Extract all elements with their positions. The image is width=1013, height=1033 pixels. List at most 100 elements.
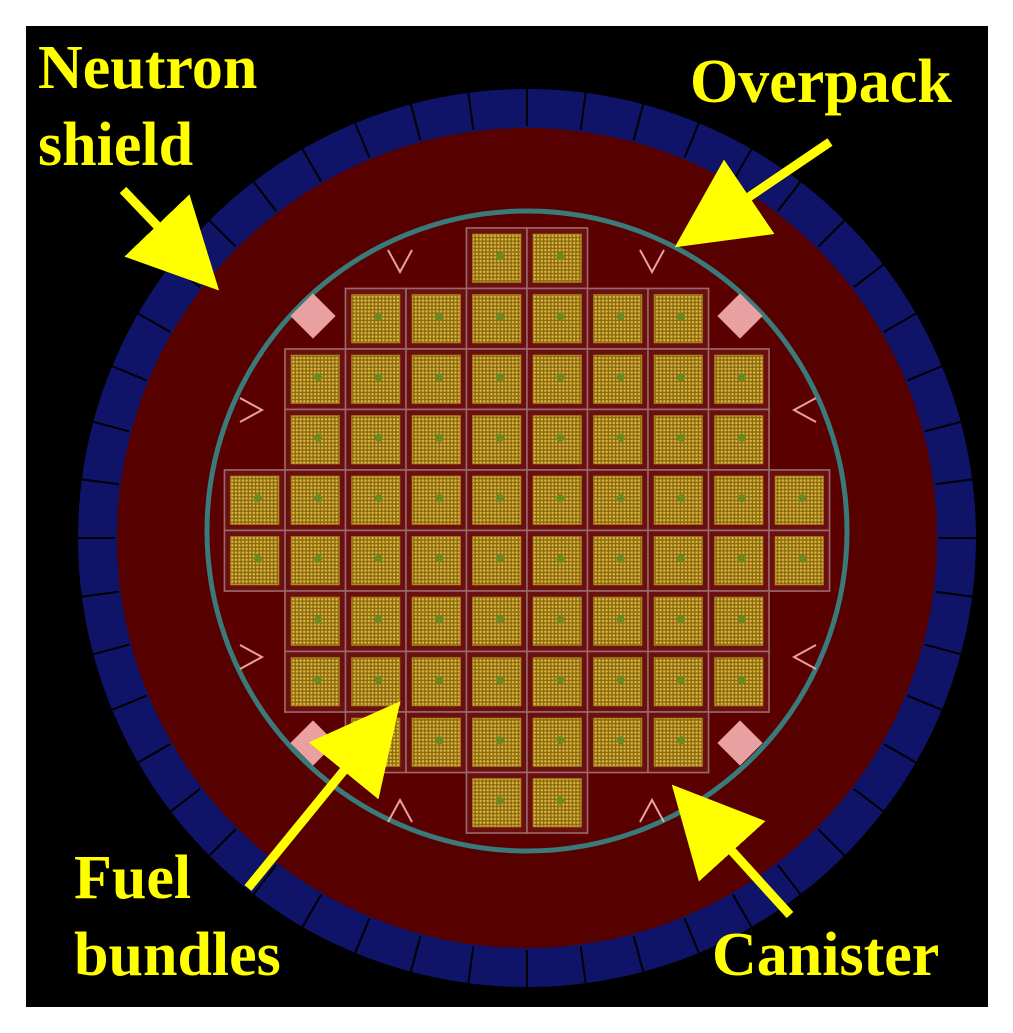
shield-segment-divider — [301, 148, 322, 182]
water-rod — [495, 675, 504, 684]
water-rod — [616, 373, 625, 382]
water-rod — [556, 736, 565, 745]
labels: Neutron shield Overpack Fuel bundles Can… — [38, 34, 952, 989]
bracket-left-upper — [239, 397, 265, 423]
water-rod — [556, 796, 565, 805]
shield-segment-divider — [683, 918, 700, 954]
support-brackets — [239, 249, 817, 823]
shield-segment-divider — [732, 894, 753, 928]
shield-segment-divider — [208, 828, 237, 857]
shield-segment-divider — [907, 694, 943, 711]
arrow-overpack — [674, 138, 833, 248]
shield-segment-divider — [467, 92, 475, 130]
water-rod — [677, 736, 686, 745]
water-rod — [374, 554, 383, 563]
water-rod — [435, 736, 444, 745]
water-rod — [616, 554, 625, 563]
water-rod — [253, 494, 262, 503]
shield-segment-divider — [777, 864, 802, 895]
water-rod — [374, 736, 383, 745]
shield-segment-divider — [924, 420, 961, 433]
shield-segment-divider — [632, 104, 645, 141]
shield-segment-divider — [683, 122, 700, 158]
water-rod — [556, 675, 565, 684]
shield-segment-divider — [924, 643, 961, 656]
shield-segment-divider — [354, 122, 371, 158]
shield-segment-divider — [853, 788, 884, 813]
water-rod — [314, 433, 323, 442]
shield-segment-divider — [354, 918, 371, 954]
water-rod — [253, 554, 262, 563]
water-rod — [737, 615, 746, 624]
water-rod — [798, 494, 807, 503]
water-rod — [556, 252, 565, 261]
fuel-bundle — [653, 294, 703, 344]
shield-segment-divider — [409, 104, 422, 141]
label-fuel-bundles-line1: Fuel — [74, 844, 191, 912]
water-rod — [616, 433, 625, 442]
water-rod — [314, 675, 323, 684]
water-rod — [737, 675, 746, 684]
water-rod — [495, 312, 504, 321]
label-neutron-shield-line1: Neutron — [38, 34, 257, 102]
label-neutron-shield-line2: shield — [38, 111, 193, 179]
shield-segment-divider — [853, 263, 884, 288]
shield-segment-divider — [93, 643, 130, 656]
bracket-right-upper — [791, 397, 817, 423]
water-rod — [737, 433, 746, 442]
bracket-top-right — [639, 249, 665, 275]
arrows — [119, 138, 833, 919]
water-rod — [556, 615, 565, 624]
shield-segment-divider — [935, 590, 973, 598]
shield-segment-divider — [935, 478, 973, 486]
shield-segment-divider — [907, 365, 943, 382]
water-rod — [677, 494, 686, 503]
water-rod — [677, 433, 686, 442]
water-rod — [677, 675, 686, 684]
water-rod — [495, 736, 504, 745]
shield-segment-divider — [81, 590, 119, 598]
label-overpack: Overpack — [690, 48, 952, 116]
shield-segment-divider — [111, 365, 147, 382]
water-rod — [314, 554, 323, 563]
water-rod — [556, 554, 565, 563]
shield-segment-divider — [777, 181, 802, 212]
water-rod — [495, 433, 504, 442]
water-rod — [374, 675, 383, 684]
shield-segment-divider — [137, 312, 171, 333]
water-rod — [616, 615, 625, 624]
water-rod — [556, 373, 565, 382]
water-rod — [495, 554, 504, 563]
shield-segment-divider — [409, 935, 422, 972]
bracket-left-lower — [239, 644, 265, 670]
shim-block-bottom-right — [717, 720, 763, 766]
fuel-bundle — [653, 475, 703, 525]
bracket-top-left — [387, 249, 413, 275]
water-rod — [556, 433, 565, 442]
arrow-canister — [671, 784, 794, 919]
shield-segment-divider — [111, 694, 147, 711]
shield-segment-divider — [817, 828, 846, 857]
water-rod — [314, 494, 323, 503]
water-rod — [677, 373, 686, 382]
label-fuel-bundles-line2: bundles — [74, 921, 281, 989]
water-rod — [374, 433, 383, 442]
shield-segment-divider — [883, 743, 917, 764]
water-rod — [495, 494, 504, 503]
shield-segment-divider — [252, 181, 277, 212]
water-rod — [495, 796, 504, 805]
water-rod — [677, 615, 686, 624]
water-rod — [495, 252, 504, 261]
shield-segment-divider — [170, 788, 201, 813]
water-rod — [435, 615, 444, 624]
water-rod — [374, 615, 383, 624]
water-rod — [556, 494, 565, 503]
arrow-neutron-shield — [119, 186, 220, 291]
shield-segment-divider — [81, 478, 119, 486]
bracket-bottom-right — [639, 797, 665, 823]
water-rod — [435, 312, 444, 321]
shield-segment-divider — [632, 935, 645, 972]
fuel-basket — [223, 227, 831, 834]
arrow-fuel-bundles — [244, 701, 401, 891]
